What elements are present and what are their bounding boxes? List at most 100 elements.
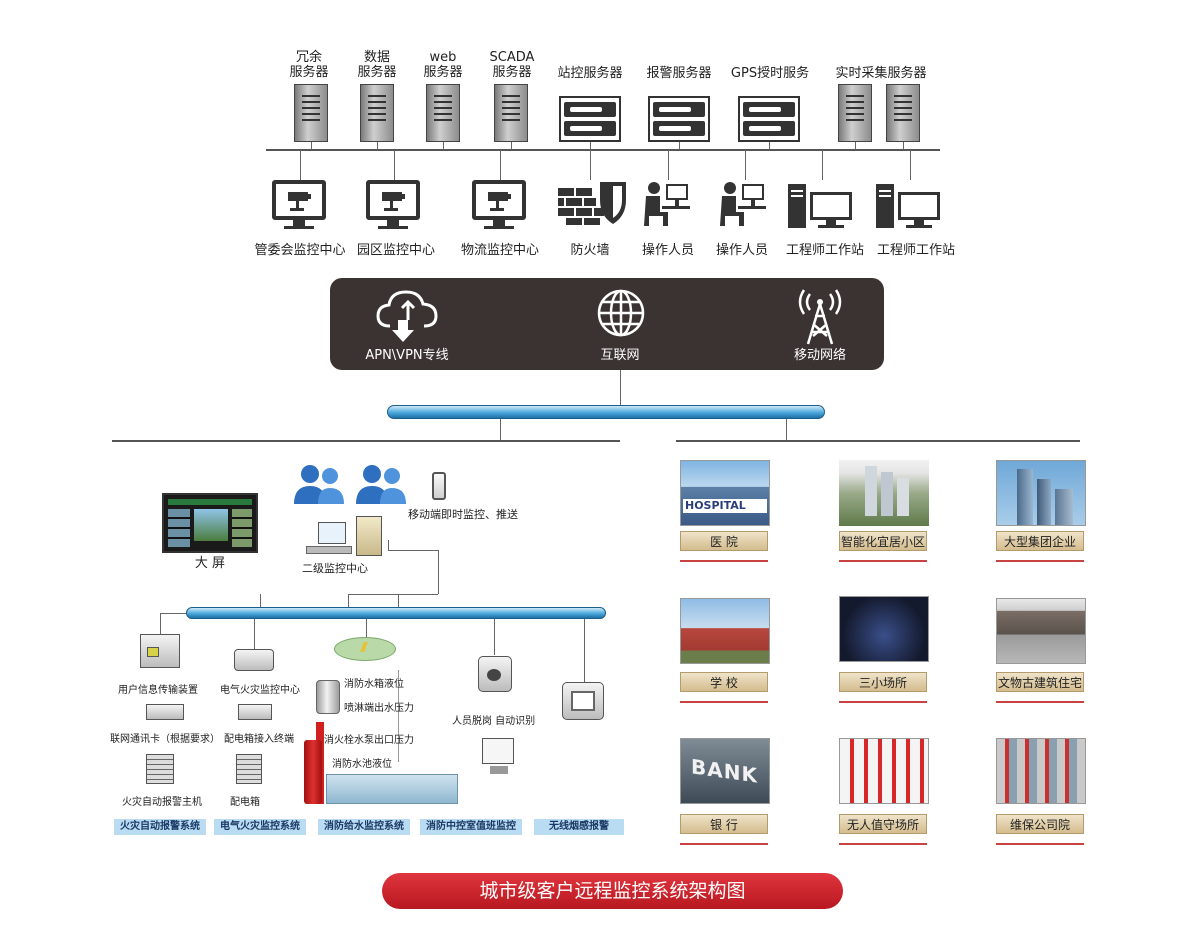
water-tank-icon xyxy=(316,680,340,714)
camera-monitor-icon xyxy=(272,180,326,220)
device-label: 火灾自动报警主机 xyxy=(122,797,202,808)
comm-card-icon xyxy=(146,704,184,720)
system-tag: 火灾自动报警系统 xyxy=(114,819,206,835)
place-caption: 智能化宜居小区 xyxy=(839,531,927,551)
client-label: 管委会监控中心 xyxy=(254,243,346,258)
school-photo xyxy=(680,598,770,664)
backbone-pipe xyxy=(387,405,825,419)
operator-icon xyxy=(644,182,690,226)
system-tag: 电气火灾监控系统 xyxy=(214,819,306,835)
client-label: 防火墙 xyxy=(570,243,610,258)
tower-server-icon xyxy=(294,84,328,142)
camera-monitor-icon xyxy=(472,180,526,220)
heritage-photo xyxy=(996,598,1086,664)
signal-tower-icon xyxy=(798,289,842,345)
place-caption: 三小场所 xyxy=(839,672,927,692)
small-venue-photo xyxy=(839,596,929,662)
device-label: 人员脱岗 自动识别 xyxy=(452,716,536,727)
camera-device-icon xyxy=(478,656,512,692)
operator-icon xyxy=(720,182,766,226)
camera-monitor-icon xyxy=(366,180,420,220)
big-screen-icon xyxy=(162,493,258,553)
globe-icon xyxy=(597,289,645,337)
alarm-host-icon xyxy=(146,754,174,784)
terminal-icon xyxy=(238,704,272,720)
electrical-center-icon xyxy=(234,649,274,671)
tower-server-icon xyxy=(426,84,460,142)
residential-photo xyxy=(839,460,929,526)
place-caption: 大型集团企业 xyxy=(996,531,1084,551)
client-label: 操作人员 xyxy=(715,243,768,258)
sensor-label: 消火栓水泵出口压力 xyxy=(324,735,414,746)
place-caption: 银 行 xyxy=(680,814,768,834)
device-label: 电气火灾监控中心 xyxy=(220,685,300,696)
client-label: 工程师工作站 xyxy=(785,243,864,258)
server-label-data: 数据服务器 xyxy=(357,50,397,80)
page-title: 城市级客户远程监控系统架构图 xyxy=(479,880,746,902)
device-label: 配电箱接入终端 xyxy=(224,734,294,745)
rack-server-icon xyxy=(559,96,621,142)
network-band: APN\VPN专线 互联网 移动网络 xyxy=(330,278,884,370)
pc-tower-icon xyxy=(356,516,382,556)
mobile-phone-icon xyxy=(432,472,446,500)
client-label: 工程师工作站 xyxy=(876,243,955,258)
device-label: 联网通讯卡（根据要求） xyxy=(110,734,220,745)
pc-monitor-icon xyxy=(318,522,346,544)
secondary-center-label: 二级监控中心 xyxy=(302,562,368,575)
server-label-alarm: 报警服务器 xyxy=(646,66,712,81)
big-screen-label: 大 屏 xyxy=(194,556,226,571)
bank-sign: BANK xyxy=(691,754,758,788)
maintenance-photo xyxy=(996,738,1086,804)
device-label: 配电箱 xyxy=(230,797,260,808)
device-label: 用户信息传输装置 xyxy=(118,685,198,696)
sensor-label: 消防水池液位 xyxy=(332,759,392,770)
cloud-vpn-icon xyxy=(376,290,438,342)
system-tag: 消防中控室值班监控 xyxy=(420,819,522,835)
enterprise-photo xyxy=(996,460,1086,526)
server-label-gps: GPS授时服务 xyxy=(730,66,810,81)
client-label: 物流监控中心 xyxy=(460,243,539,258)
display-monitor-icon xyxy=(482,738,514,764)
place-caption: 维保公司院 xyxy=(996,814,1084,834)
sensor-label: 消防水箱液位 xyxy=(344,679,404,690)
workstation-icon xyxy=(788,184,852,228)
hospital-sign: HOSPITAL xyxy=(685,499,746,512)
tower-server-icon xyxy=(494,84,528,142)
firewall-icon xyxy=(558,182,626,225)
bank-photo: BANK xyxy=(680,738,770,804)
water-pool-icon xyxy=(326,774,458,804)
server-label-station: 站控服务器 xyxy=(557,66,623,81)
users-icon xyxy=(356,465,406,504)
hospital-photo: HOSPITAL xyxy=(680,460,770,526)
sensor-label: 喷淋端出水压力 xyxy=(344,703,414,714)
server-bus-line xyxy=(266,149,940,151)
system-tag: 无线烟感报警 xyxy=(534,819,624,835)
rack-server-icon xyxy=(738,96,800,142)
keyboard-icon xyxy=(306,546,352,554)
client-label: 园区监控中心 xyxy=(356,243,435,258)
tower-server-icon xyxy=(838,84,872,142)
smoke-sensor-icon xyxy=(562,682,604,720)
network-label-mobile: 移动网络 xyxy=(793,348,846,363)
place-caption: 文物古建筑住宅 xyxy=(996,672,1084,692)
title-bar: 城市级客户远程监控系统架构图 xyxy=(382,873,843,909)
client-label: 操作人员 xyxy=(641,243,694,258)
server-label-collect: 实时采集服务器 xyxy=(835,66,927,81)
right-branch-line xyxy=(676,440,1080,442)
place-caption: 医 院 xyxy=(680,531,768,551)
tower-server-icon xyxy=(886,84,920,142)
fire-pump-icon xyxy=(304,740,322,804)
mobile-label: 移动端即时监控、推送 xyxy=(408,508,518,521)
network-label-vpn: APN\VPN专线 xyxy=(365,348,449,363)
server-label-redundant: 冗余服务器 xyxy=(289,50,329,80)
workstation-icon xyxy=(876,184,940,228)
rack-server-icon xyxy=(648,96,710,142)
left-branch-line xyxy=(112,440,620,442)
network-label-internet: 互联网 xyxy=(600,348,640,363)
local-pipe xyxy=(186,607,606,619)
system-tag: 消防给水监控系统 xyxy=(318,819,410,835)
tower-server-icon xyxy=(360,84,394,142)
transmission-device-icon xyxy=(140,634,180,668)
